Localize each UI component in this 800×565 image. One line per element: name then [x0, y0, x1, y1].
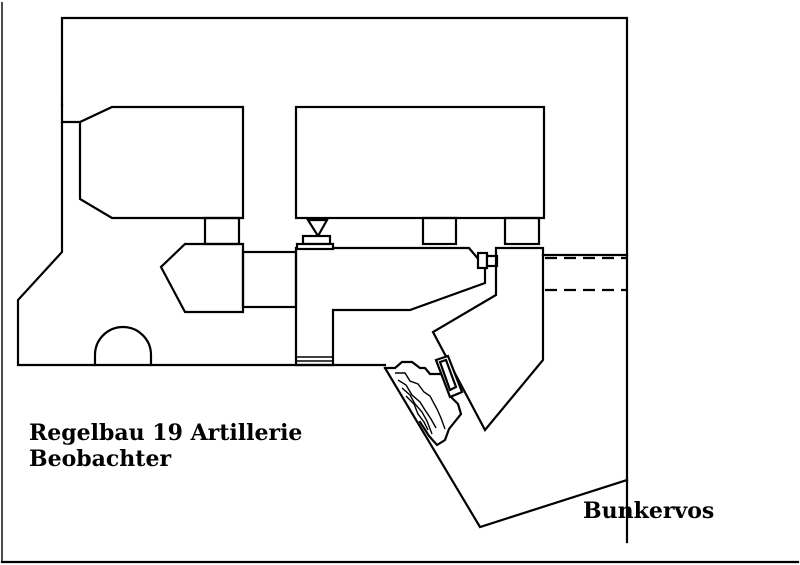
right-upper-room: [294, 105, 546, 220]
plan-title: Regelbau 19 Artillerie Beobachter: [29, 420, 302, 472]
right-tower: [431, 246, 545, 432]
plan-title-line-1: Regelbau 19 Artillerie: [29, 420, 303, 446]
observation-steps-inner-3: [401, 387, 433, 435]
right-fitting: [476, 251, 489, 270]
observation-steps-inner-4: [405, 395, 429, 431]
entrance-arch: [93, 325, 153, 367]
periscope-mount-inner: [438, 358, 458, 392]
left-upper-room: [60, 105, 245, 220]
center-passage: [421, 216, 458, 246]
left-lower-chamber: [159, 242, 245, 314]
vent-fitting: [306, 218, 329, 239]
outer-boundary: [60, 16, 629, 544]
vent-base: [301, 234, 332, 246]
plan-title-line-2: Beobachter: [29, 446, 172, 472]
left-passage: [203, 216, 241, 246]
middle-corridor: [241, 250, 298, 309]
main-bunker-outline: [16, 103, 387, 367]
right-passage: [503, 216, 541, 246]
observation-steps-inner-2: [397, 379, 437, 429]
plan-credit: Bunkervos: [583, 498, 715, 524]
central-corridor: [294, 246, 487, 367]
lower-observation-wedge: [383, 366, 629, 529]
vent-plate: [295, 242, 335, 251]
observation-steps-inner: [395, 372, 446, 430]
